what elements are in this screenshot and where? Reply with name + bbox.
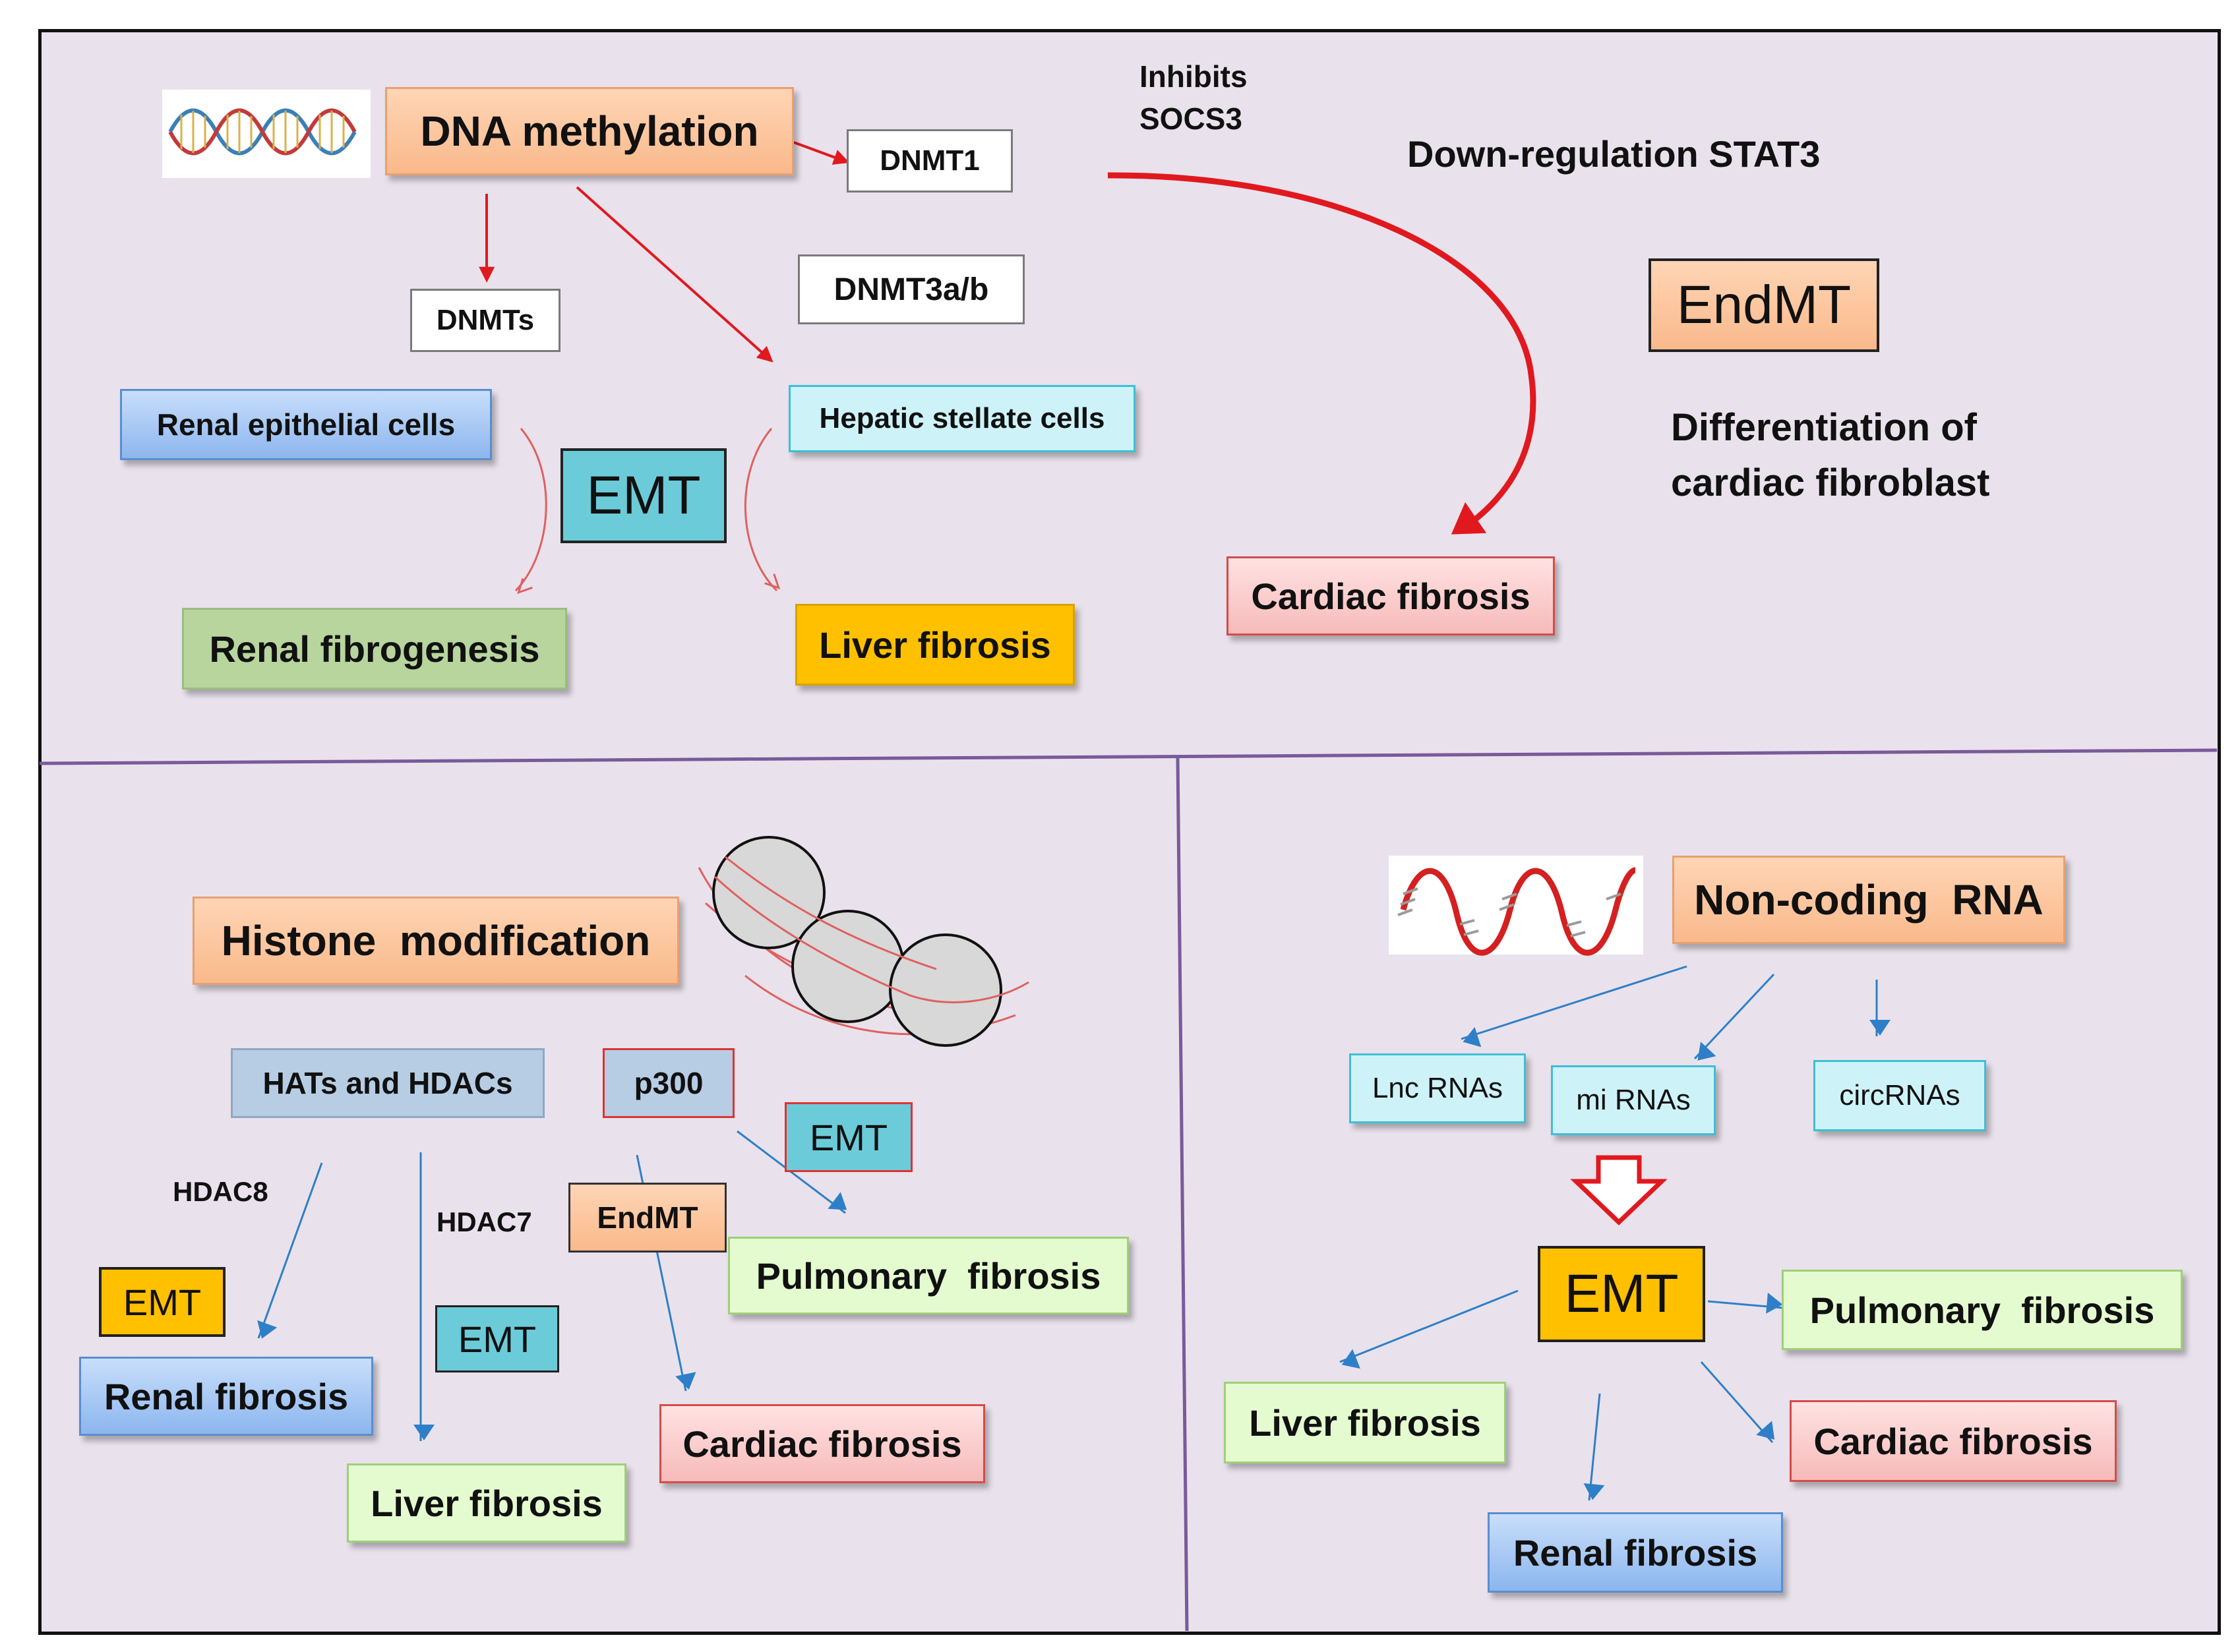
renal-fibrosis-box-ncrna: Renal fibrosis bbox=[1488, 1512, 1783, 1593]
arrow-ncrna-to-mi bbox=[1693, 973, 1775, 1061]
dnmt1-box: DNMT1 bbox=[847, 129, 1013, 192]
socs3-label: SOCS3 bbox=[1139, 102, 1242, 136]
arrow-dnmt1-to-cardiac bbox=[1107, 172, 1536, 535]
arrow-hdac8-to-renal bbox=[257, 1162, 323, 1339]
liver-fibrosis-box-top: Liver fibrosis bbox=[795, 604, 1075, 686]
arrow-emt-to-liver bbox=[1339, 1289, 1519, 1369]
arrow-p300-to-pulmonary bbox=[737, 1130, 847, 1214]
renal-fibrosis-box-histone: Renal fibrosis bbox=[79, 1357, 373, 1436]
emt-box-ncrna: EMT bbox=[1538, 1246, 1705, 1342]
liver-fibrosis-box-ncrna: Liver fibrosis bbox=[1224, 1382, 1506, 1463]
differentiation-label: Differentiation of bbox=[1671, 405, 1977, 449]
pulmonary-fibrosis-box-ncrna: Pulmonary fibrosis bbox=[1782, 1270, 2183, 1350]
dnmts-box: DNMTs bbox=[410, 289, 560, 352]
divider-vertical bbox=[1176, 757, 1189, 1632]
p300-box: p300 bbox=[603, 1048, 735, 1118]
renal-epithelial-cells-box: Renal epithelial cells bbox=[120, 389, 492, 460]
cardiac-fibrosis-box-ncrna: Cardiac fibrosis bbox=[1790, 1400, 2117, 1482]
circrnas-box: circRNAs bbox=[1813, 1060, 1986, 1131]
liver-fibrosis-box-histone: Liver fibrosis bbox=[347, 1463, 626, 1543]
dna-methylation-box: DNA methylation bbox=[385, 87, 794, 175]
dna-double-helix-icon bbox=[162, 90, 371, 178]
inhibits-label: Inhibits bbox=[1139, 59, 1248, 94]
divider-horizontal bbox=[39, 748, 2218, 765]
arrow-dna-to-hepatic bbox=[576, 186, 773, 363]
arrow-hepatic-to-liver bbox=[744, 428, 781, 592]
emt-box-yellow: EMT bbox=[99, 1267, 226, 1337]
arrow-ncrna-to-lnc bbox=[1461, 965, 1687, 1047]
stat3-label: Down-regulation STAT3 bbox=[1407, 133, 1821, 175]
hdac8-label: HDAC8 bbox=[173, 1176, 268, 1207]
arrow-emt-to-pulmonary bbox=[1707, 1292, 1784, 1314]
arrow-emt-to-renal bbox=[1583, 1393, 1605, 1501]
endmt-box-histone: EndMT bbox=[568, 1183, 727, 1253]
cardiac-fibroblast-label: cardiac fibroblast bbox=[1671, 461, 1990, 504]
histone-modification-box: Histone modification bbox=[193, 897, 679, 985]
hepatic-stellate-cells-box: Hepatic stellate cells bbox=[789, 385, 1135, 452]
lnc-rnas-box: Lnc RNAs bbox=[1349, 1053, 1526, 1123]
hats-hdacs-box: HATs and HDACs bbox=[231, 1048, 545, 1118]
emt-box-p300: EMT bbox=[785, 1102, 913, 1172]
non-coding-rna-box: Non-coding RNA bbox=[1672, 856, 2065, 944]
mi-rnas-box: mi RNAs bbox=[1551, 1065, 1716, 1135]
renal-fibrogenesis-box: Renal fibrogenesis bbox=[182, 608, 567, 690]
emt-box-teal: EMT bbox=[435, 1305, 559, 1372]
dnmt3ab-box: DNMT3a/b bbox=[798, 254, 1025, 324]
hdac7-label: HDAC7 bbox=[437, 1206, 532, 1237]
cardiac-fibrosis-box-histone: Cardiac fibrosis bbox=[659, 1404, 985, 1483]
rna-strand-icon bbox=[1389, 856, 1643, 956]
pulmonary-fibrosis-box-histone: Pulmonary fibrosis bbox=[728, 1237, 1129, 1314]
cardiac-fibrosis-box-top: Cardiac fibrosis bbox=[1226, 556, 1555, 635]
endmt-box-top: EndMT bbox=[1649, 258, 1879, 352]
arrow-dna-to-dnmt1 bbox=[793, 141, 850, 165]
arrow-renal-epithelial-to-fibrogenesis bbox=[514, 428, 547, 595]
hollow-down-arrow-icon bbox=[1570, 1155, 1668, 1225]
nucleosome-icon bbox=[698, 836, 1029, 1047]
arrow-emt-to-cardiac bbox=[1700, 1361, 1775, 1443]
emt-box-top: EMT bbox=[560, 448, 727, 543]
